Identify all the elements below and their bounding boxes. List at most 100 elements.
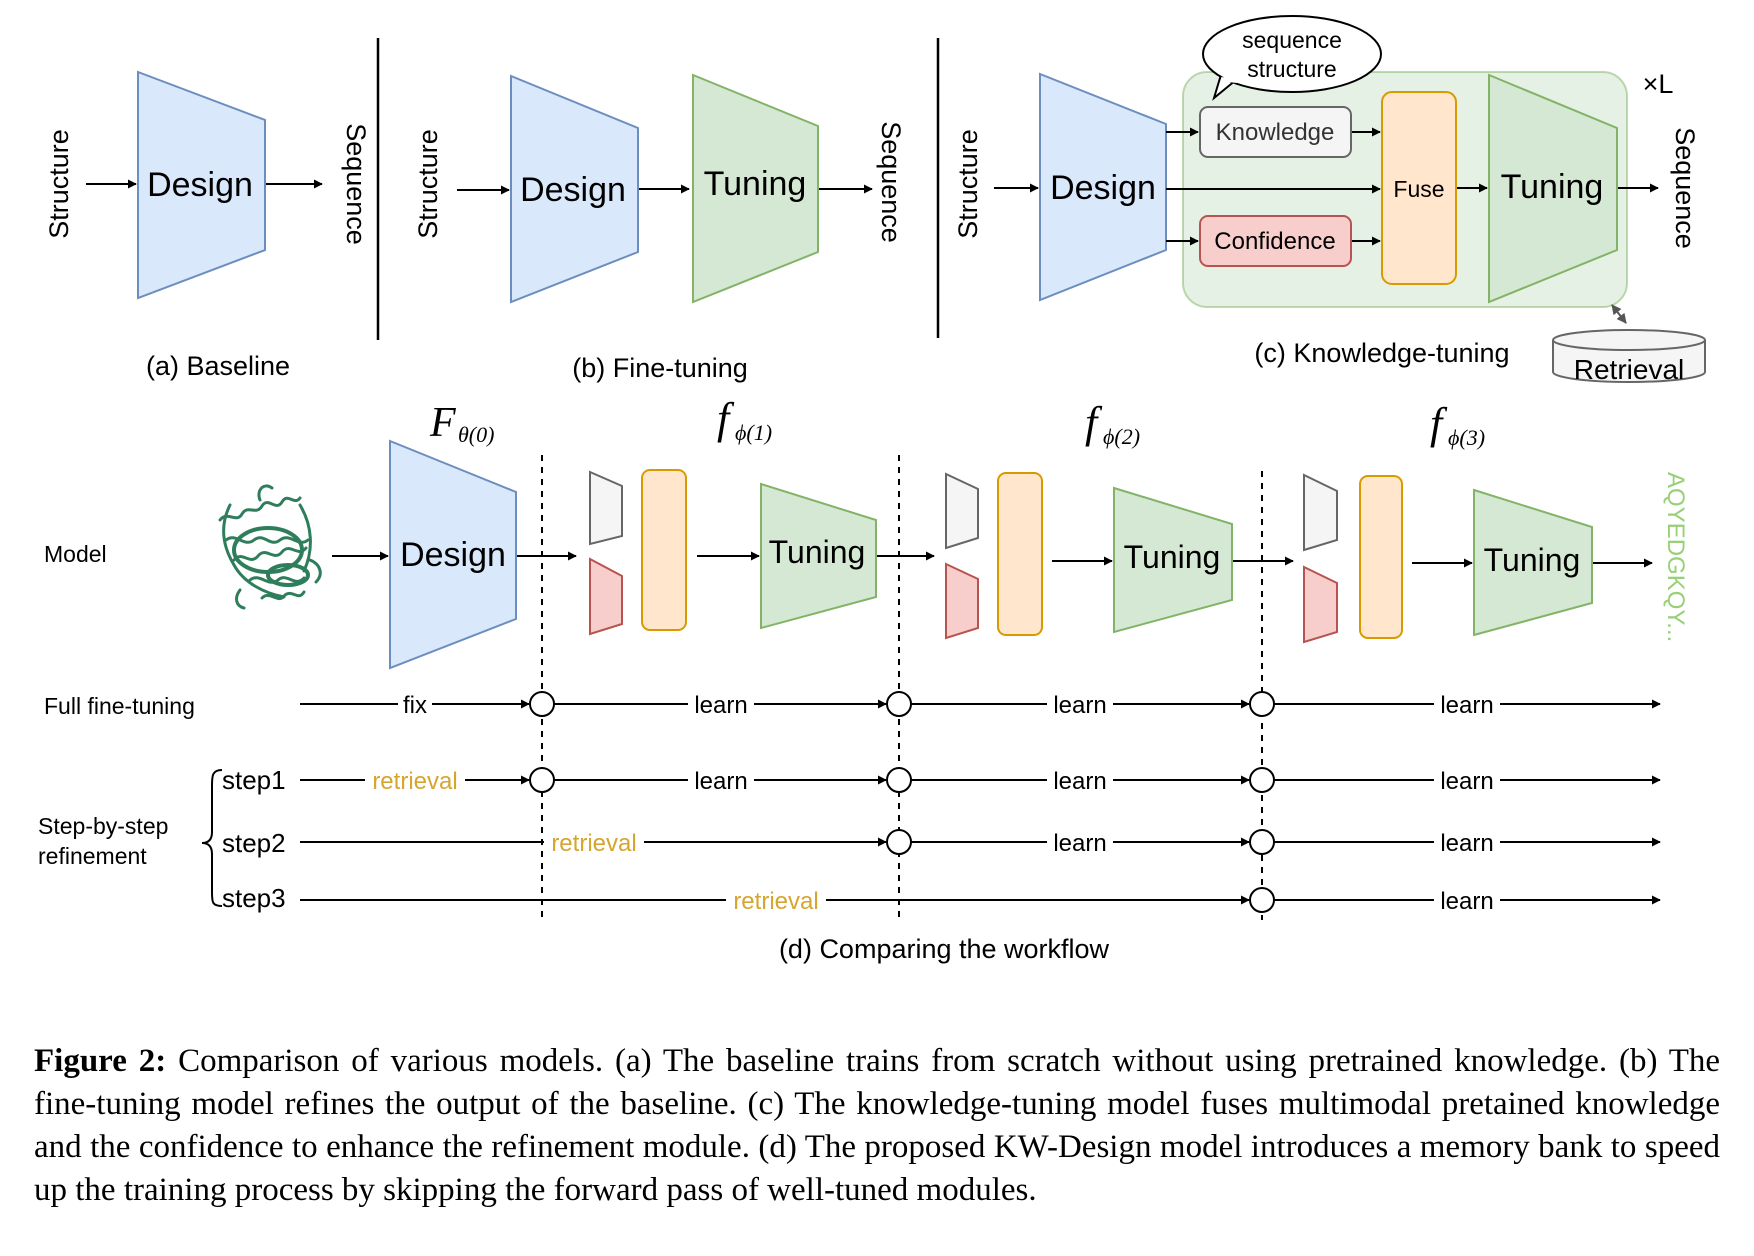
bubble-line-2: structure: [1247, 56, 1336, 82]
step1-label: step1: [222, 765, 286, 795]
panel-b-input-label: Structure: [413, 129, 443, 239]
knowledge-box: [1199, 106, 1352, 158]
row-step2: step2 retrieval learn learn: [222, 828, 1661, 858]
bubble-line-1: sequence: [1242, 27, 1342, 53]
stage-3-tuning-block: [1473, 488, 1593, 637]
f1-symbol: f: [717, 394, 735, 443]
stage-2-knowledge-module: [945, 472, 979, 550]
full-node-2: [886, 691, 912, 717]
fuse-label: Fuse: [1393, 176, 1444, 202]
panel-a-input-label: Structure: [44, 129, 74, 239]
step1-seg-1-label-bg: [365, 766, 465, 794]
step2-seg-2-label: learn: [1053, 830, 1106, 857]
stage-3: Tuning: [1303, 473, 1653, 644]
panel-c-design-label: Design: [1050, 169, 1156, 207]
stage-2-confidence-module: [945, 562, 979, 640]
F-symbol: F: [429, 400, 456, 446]
figure-caption: Figure 2: Comparison of various models. …: [34, 1040, 1720, 1212]
panel-d-design-label: Design: [400, 536, 506, 574]
step1-node-1: [529, 767, 555, 793]
full-seg-4-label-bg: [1434, 690, 1500, 718]
step1-seg-2-label-bg: [688, 766, 754, 794]
repeat-label: ×L: [1643, 69, 1674, 99]
step1-seg-3-label-bg: [1047, 766, 1113, 794]
panel-d-design-block: [389, 439, 517, 670]
figure-caption-label: Figure 2:: [34, 1043, 167, 1079]
panel-c-design-block: [1039, 72, 1167, 302]
panel-c-input-label: Structure: [953, 129, 983, 239]
f1-subscript: ϕ(1): [735, 420, 772, 445]
panel-b-tuning-block: [692, 73, 819, 304]
full-seg-1-label-bg: [398, 690, 432, 718]
panel-a-output-label: Sequence: [341, 123, 371, 245]
step2-seg-3-label-bg: [1434, 828, 1500, 856]
speech-bubble: [1202, 15, 1382, 93]
panel-b-output-label: Sequence: [876, 121, 906, 243]
retrieval-link-arrow: [1611, 304, 1627, 324]
step2-seg-1-label-bg: [544, 828, 644, 856]
step1-node-3: [1249, 767, 1275, 793]
step2-node-1: [886, 829, 912, 855]
stage-2-tuning-label: Tuning: [1124, 539, 1221, 575]
row-step3: step3 retrieval learn: [222, 883, 1661, 915]
figure-diagram: Structure Design Sequence (a) Baseline S…: [38, 15, 1706, 964]
figure-caption-text: Comparison of various models. (a) The ba…: [34, 1043, 1720, 1208]
f3-subscript: ϕ(3): [1448, 425, 1485, 450]
stage-3-knowledge-module: [1303, 473, 1338, 552]
panel-a-design-label: Design: [147, 166, 253, 204]
step2-node-2: [1249, 829, 1275, 855]
full-node-3: [1249, 691, 1275, 717]
protein-structure-image: [218, 484, 322, 610]
panel-d: F θ(0) f ϕ(1) f ϕ(2) f ϕ(3) Model: [38, 394, 1689, 964]
label-f-phi1: f ϕ(1): [717, 394, 772, 445]
panel-a: Structure Design Sequence (a) Baseline: [44, 70, 371, 381]
step1-seg-1-label: retrieval: [372, 768, 457, 795]
full-fine-tuning-label: Full fine-tuning: [44, 693, 195, 719]
stage-1-confidence-module: [589, 557, 623, 636]
panel-c: Structure Design sequence structure Know…: [953, 15, 1706, 385]
stage-1-knowledge-module: [589, 470, 623, 546]
step1-seg-3-label: learn: [1053, 768, 1106, 795]
fuse-box: [1381, 91, 1457, 285]
stage-1-tuning-block: [760, 482, 877, 630]
full-seg-1-label: fix: [403, 692, 427, 719]
step3-seg-2-label-bg: [1434, 886, 1500, 914]
full-seg-3-label-bg: [1047, 690, 1113, 718]
label-F-theta0: F θ(0): [429, 400, 494, 447]
step3-seg-2-label: learn: [1440, 888, 1493, 915]
retrieval-cylinder-body: [1552, 340, 1706, 383]
full-seg-2-label: learn: [694, 692, 747, 719]
step2-seg-1-label: retrieval: [551, 830, 636, 857]
step1-seg-2-label: learn: [694, 768, 747, 795]
panel-c-output-label: Sequence: [1670, 127, 1700, 249]
retrieval-cylinder-top: [1552, 329, 1706, 351]
step2-seg-3-label: learn: [1440, 830, 1493, 857]
full-node-1: [529, 691, 555, 717]
full-seg-3-label: learn: [1053, 692, 1106, 719]
label-f-phi2: f ϕ(2): [1085, 398, 1140, 449]
step3-seg-1-label-bg: [726, 886, 826, 914]
panel-c-tuning-block: [1488, 73, 1618, 304]
panel-b-caption: (b) Fine-tuning: [572, 353, 748, 383]
stage-1: Tuning: [589, 469, 935, 636]
stage-2: Tuning: [945, 472, 1294, 640]
panel-b: Structure Design Tuning Sequence (b) Fin…: [413, 73, 906, 383]
panel-a-design-block: [137, 70, 266, 300]
step1-seg-4-label-bg: [1434, 766, 1500, 794]
panel-d-caption: (d) Comparing the workflow: [779, 934, 1110, 964]
stage-3-confidence-module: [1303, 565, 1338, 644]
f2-subscript: ϕ(2): [1103, 424, 1140, 449]
step-group-brace: [201, 769, 223, 907]
step-group-label-1: Step-by-step: [38, 813, 168, 839]
step1-node-2: [886, 767, 912, 793]
row-full-fine-tuning: Full fine-tuning fix learn learn learn: [44, 690, 1661, 719]
step3-label: step3: [222, 883, 286, 913]
step3-node-1: [1249, 887, 1275, 913]
confidence-box: [1199, 215, 1352, 267]
panel-b-design-label: Design: [520, 171, 626, 209]
bubble-joint: [1220, 77, 1238, 83]
knowledge-label: Knowledge: [1216, 119, 1335, 146]
f3-symbol: f: [1430, 399, 1448, 448]
full-seg-4-label: learn: [1440, 692, 1493, 719]
full-seg-2-label-bg: [688, 690, 754, 718]
